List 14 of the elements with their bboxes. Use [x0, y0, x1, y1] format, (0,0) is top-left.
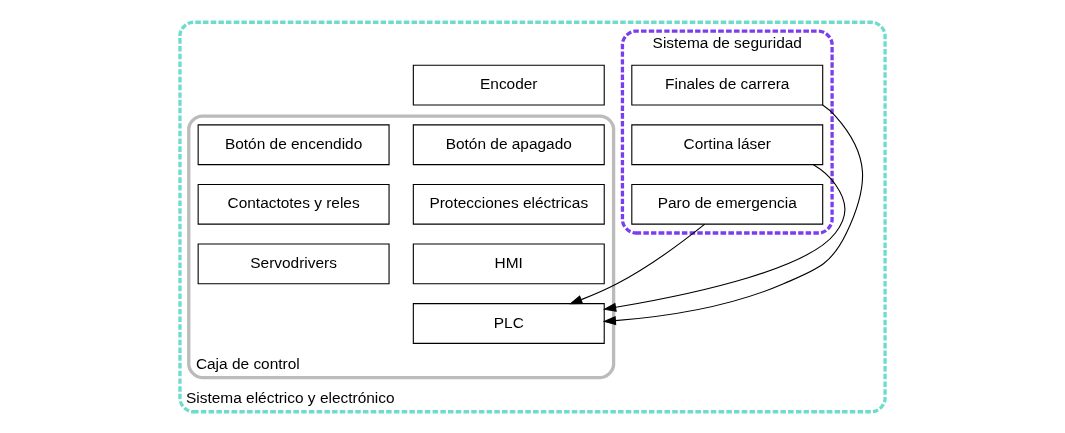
- node-box: HMI: [412, 243, 605, 284]
- node-box: Encoder: [412, 64, 605, 106]
- node-box: Contactotes y reles: [197, 183, 390, 225]
- arrow: [602, 163, 846, 312]
- arrow: [602, 104, 863, 325]
- node-box: Finales de carrera: [631, 64, 824, 106]
- node-box: Botón de apagado: [412, 123, 605, 165]
- node-box: Cortina láser: [631, 123, 824, 165]
- node-box: Paro de emergencia: [631, 183, 824, 225]
- arrow: [569, 223, 706, 304]
- node-box: Servodrivers: [197, 243, 390, 284]
- node-box: Protecciones eléctricas: [412, 183, 605, 225]
- node-box: PLC: [412, 302, 605, 344]
- node-box: Botón de encendido: [197, 123, 390, 165]
